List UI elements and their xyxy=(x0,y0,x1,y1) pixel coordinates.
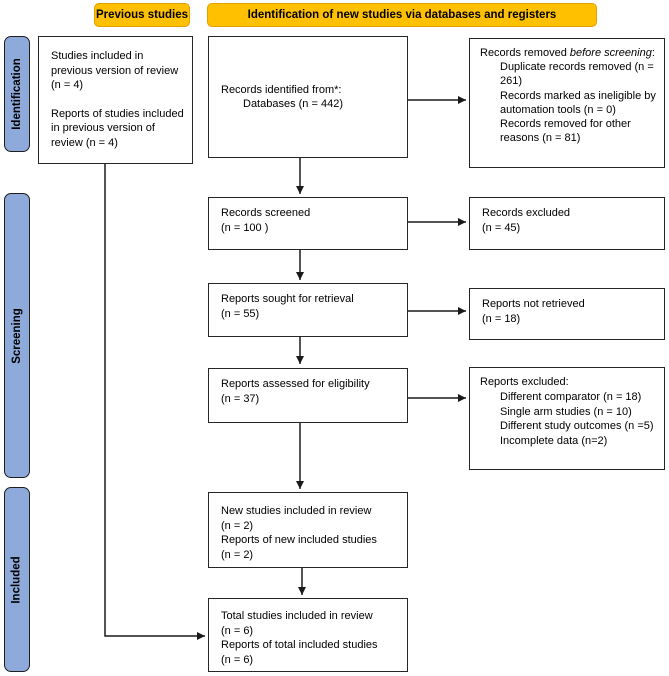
new-studies-box: New studies included in review (n = 2) R… xyxy=(208,492,408,568)
total-studies-line1: Total studies included in review xyxy=(221,610,373,622)
stage-included: Included xyxy=(4,487,30,672)
reports-excluded-item: Incomplete data (n=2) xyxy=(500,435,608,448)
records-identified-line1: Records identified from*: xyxy=(221,83,342,96)
reports-not-retrieved-box: Reports not retrieved (n = 18) xyxy=(469,288,665,340)
reports-sought-box: Reports sought for retrieval (n = 55) xyxy=(208,283,408,337)
records-excluded-line2: (n = 45) xyxy=(482,221,521,234)
arrow-previous-to-total xyxy=(104,164,205,640)
reports-excluded-item: Different study outcomes (n =5) xyxy=(500,420,654,433)
new-studies-line3: Reports of new included studies xyxy=(221,534,377,546)
reports-assessed-line2: (n = 37) xyxy=(221,392,260,405)
stage-screening: Screening xyxy=(4,193,30,478)
new-studies-line4: (n = 2) xyxy=(221,548,254,561)
records-screened-line2: (n = 100 ) xyxy=(221,221,269,234)
stage-identification: Identification xyxy=(4,36,30,152)
records-removed-item: Duplicate records removed (n = 261) xyxy=(500,61,654,88)
stage-screening-label: Screening xyxy=(11,307,24,364)
records-excluded-box: Records excluded (n = 45) xyxy=(469,197,665,250)
records-screened-box: Records screened (n = 100 ) xyxy=(208,197,408,250)
reports-excluded-item: Single arm studies (n = 10) xyxy=(500,405,632,418)
records-screened-line1: Records screened xyxy=(221,207,311,219)
records-removed-box: Records removed before screening: Duplic… xyxy=(469,38,665,168)
total-studies-line3: Reports of total included studies xyxy=(221,639,378,651)
records-removed-item: Records removed for other reasons (n = 8… xyxy=(500,118,631,145)
previous-studies-para2: Reports of studies included in previous … xyxy=(51,107,184,149)
records-removed-lead-tail: : xyxy=(651,47,655,59)
records-excluded-line1: Records excluded xyxy=(482,207,571,219)
records-identified-line2: Databases (n = 442) xyxy=(243,98,343,110)
header-previous-studies-label: Previous studies xyxy=(95,9,189,21)
new-studies-line2: (n = 2) xyxy=(221,519,254,532)
previous-studies-para1: Studies included in previous version of … xyxy=(51,50,179,91)
new-studies-line1: New studies included in review xyxy=(221,505,372,517)
records-removed-lead-text: Records removed xyxy=(480,47,570,59)
stage-included-label: Included xyxy=(11,555,23,604)
records-removed-lead-italic: before screening xyxy=(569,47,652,59)
previous-studies-box: Studies included in previous version of … xyxy=(38,36,193,164)
reports-excluded-box: Reports excluded: Different comparator (… xyxy=(469,367,665,470)
header-previous-studies: Previous studies xyxy=(94,3,190,27)
reports-assessed-box: Reports assessed for eligibility (n = 37… xyxy=(208,368,408,423)
total-studies-line4: (n = 6) xyxy=(221,653,254,666)
reports-not-retrieved-line1: Reports not retrieved xyxy=(482,298,585,310)
stage-identification-label: Identification xyxy=(11,58,23,130)
records-removed-item: Records marked as ineligible by automati… xyxy=(500,89,656,116)
records-identified-box: Records identified from*: Databases (n =… xyxy=(208,36,408,158)
reports-excluded-item: Different comparator (n = 18) xyxy=(500,390,642,403)
total-studies-box: Total studies included in review (n = 6)… xyxy=(208,598,408,672)
total-studies-line2: (n = 6) xyxy=(221,624,254,637)
records-removed-lead: Records removed before screening: xyxy=(480,46,658,60)
reports-sought-line1: Reports sought for retrieval xyxy=(221,293,354,305)
header-identification-new-studies-label: Identification of new studies via databa… xyxy=(247,9,557,21)
reports-not-retrieved-line2: (n = 18) xyxy=(482,312,521,325)
reports-excluded-lead: Reports excluded: xyxy=(480,376,569,388)
reports-sought-line2: (n = 55) xyxy=(221,307,260,320)
header-identification-new-studies: Identification of new studies via databa… xyxy=(207,3,597,27)
reports-assessed-line1: Reports assessed for eligibility xyxy=(221,378,370,390)
